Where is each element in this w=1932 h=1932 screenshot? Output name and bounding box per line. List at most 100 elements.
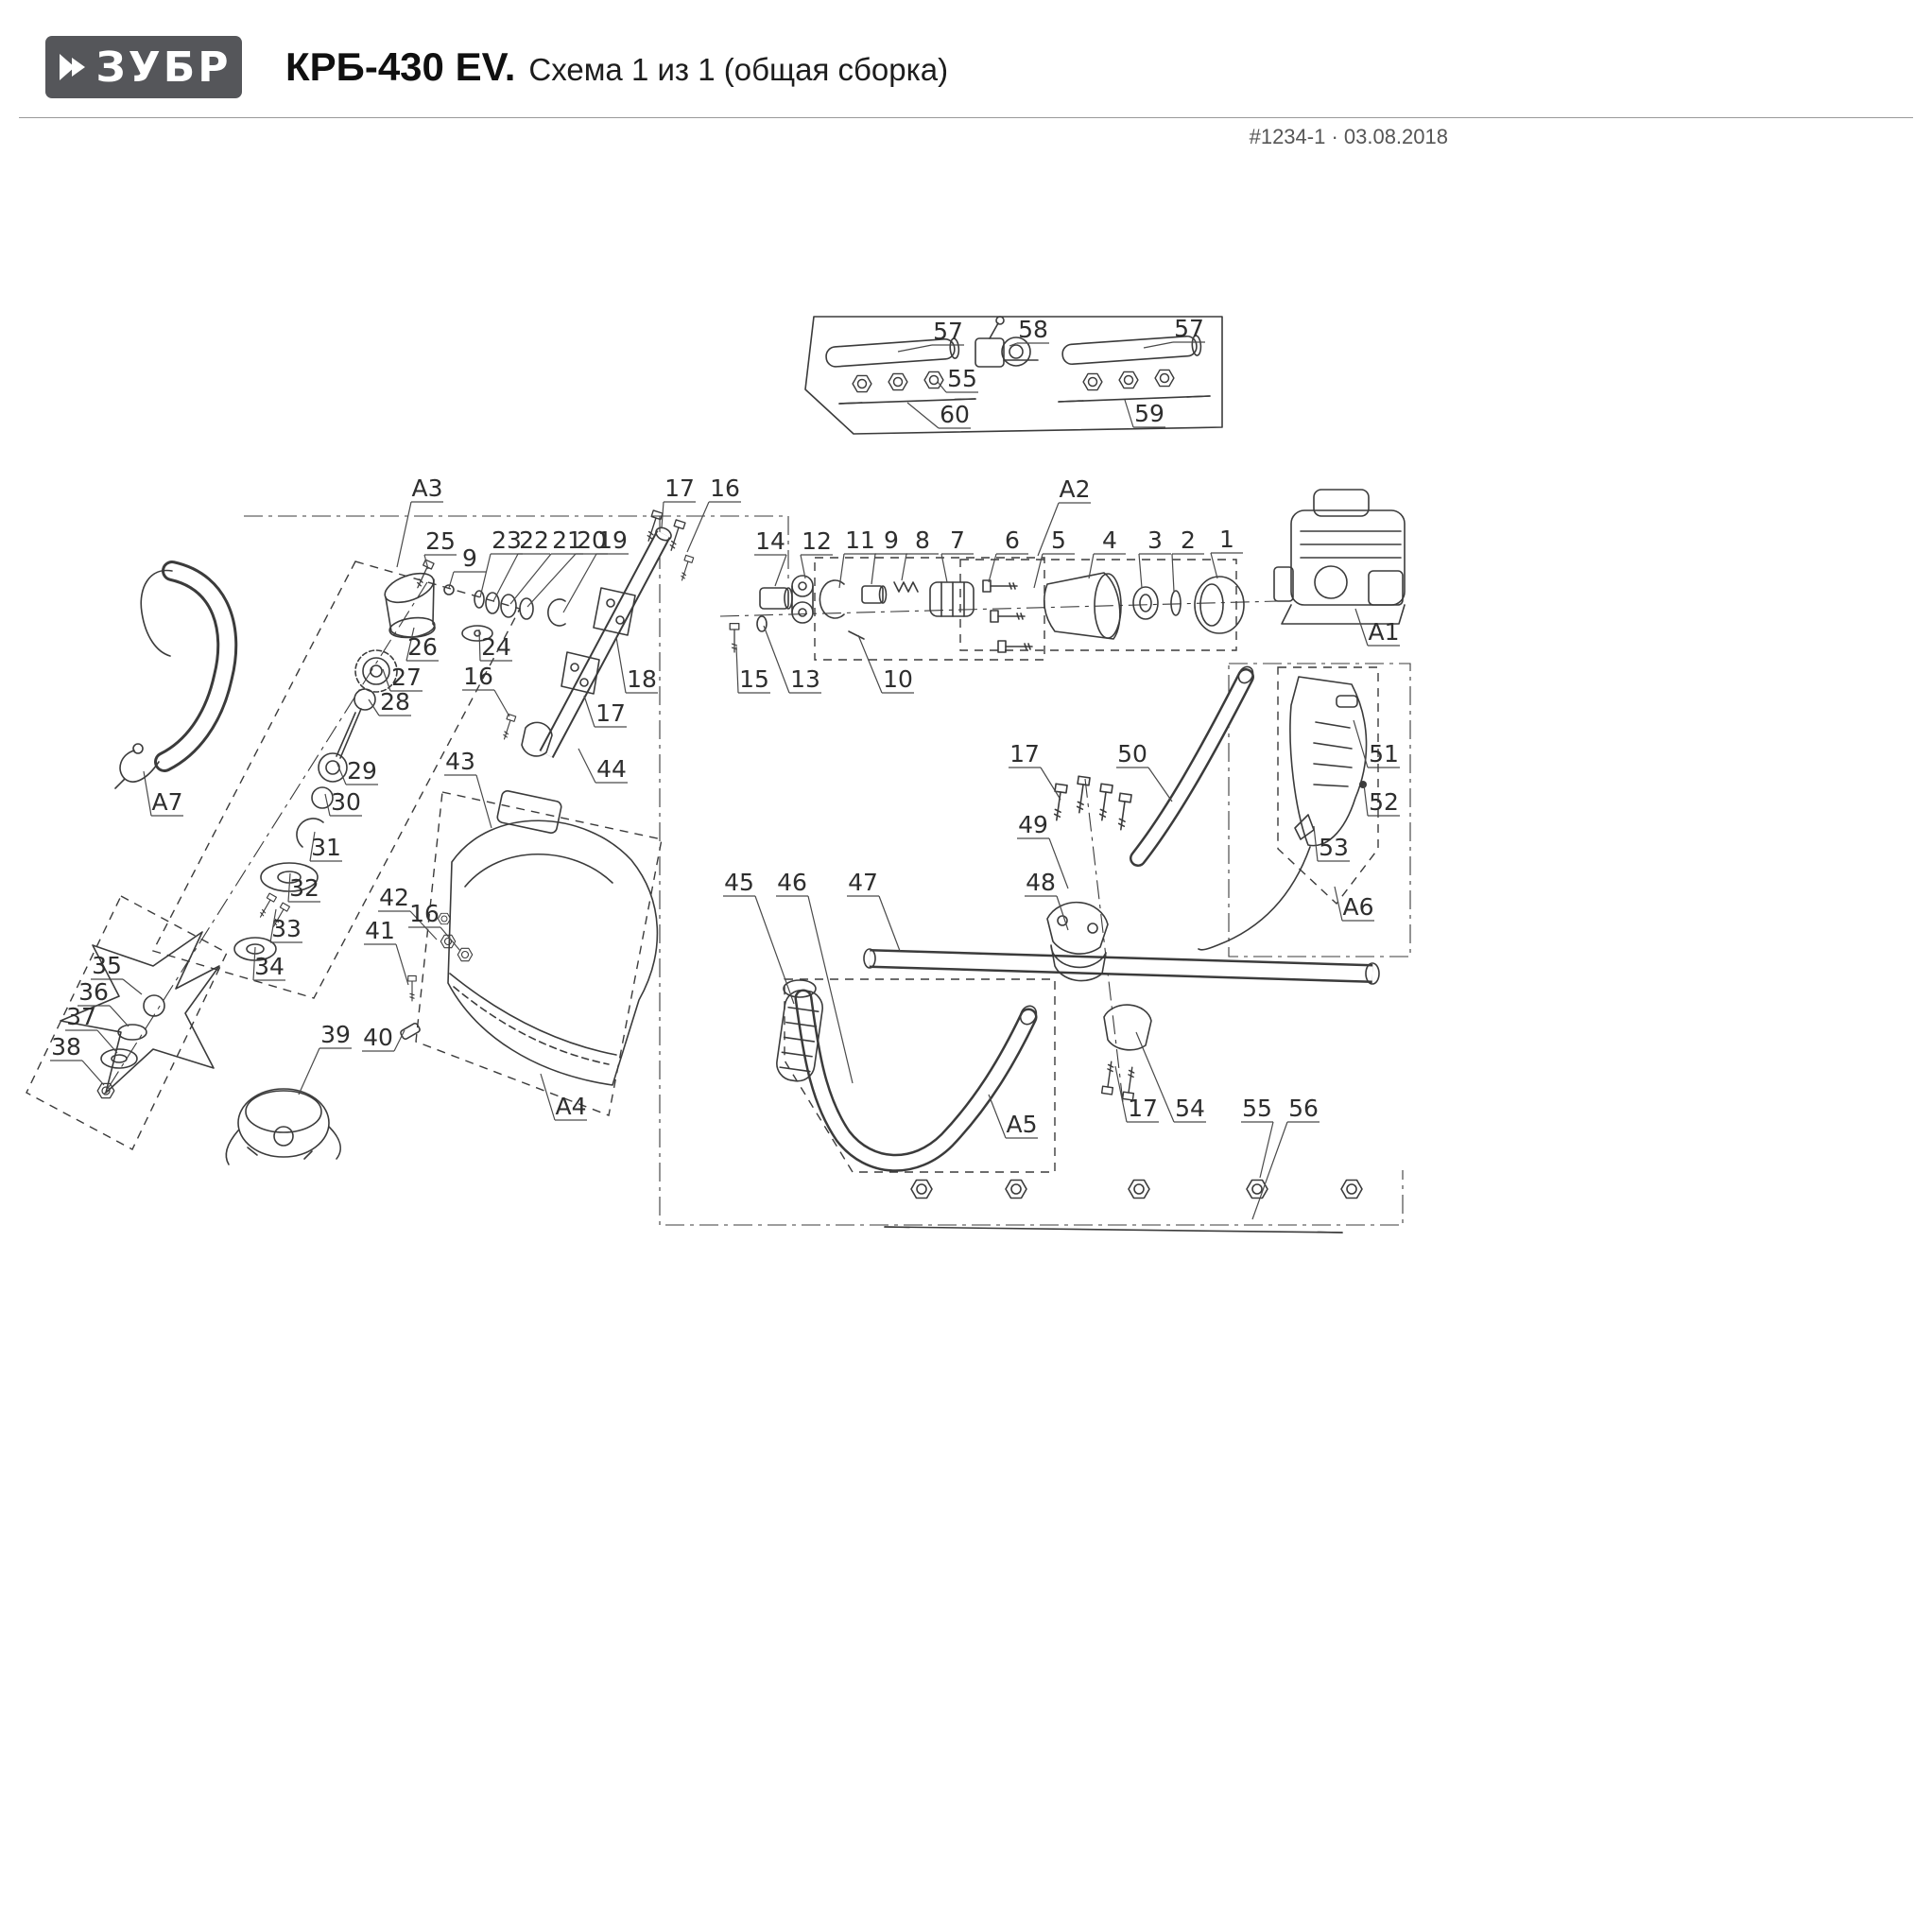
callout-12: 12 (800, 527, 833, 579)
svg-text:19: 19 (597, 526, 628, 554)
svg-text:17: 17 (1128, 1095, 1158, 1122)
callout-15: 15 (735, 646, 770, 694)
brand-chevron-icon (57, 49, 89, 85)
callout-54: 54 (1135, 1031, 1206, 1123)
callout-25: 25 (423, 527, 457, 570)
callout-14: 14 (754, 527, 787, 587)
callout-7: 7 (940, 526, 974, 583)
svg-text:46: 46 (777, 869, 807, 896)
svg-text:15: 15 (739, 665, 769, 693)
callout-17: 17 (583, 695, 627, 728)
callout-52: 52 (1363, 784, 1400, 817)
callout-46: 46 (776, 869, 854, 1084)
svg-text:A4: A4 (555, 1093, 586, 1120)
blade-kit-drawing (60, 931, 220, 1099)
callout-40: 40 (362, 1024, 405, 1052)
header: ЗУБР КРБ-430 EV. Схема 1 из 1 (общая сбо… (45, 36, 948, 98)
callout-20: 20 (526, 526, 608, 608)
right-assembly-drawing (863, 665, 1380, 1101)
callout-57: 57 (1143, 315, 1205, 349)
svg-text:60: 60 (940, 401, 970, 428)
svg-text:7: 7 (950, 526, 965, 554)
svg-text:20: 20 (577, 526, 607, 554)
harness-drawing (114, 561, 238, 789)
callout-58: 58 (1009, 316, 1049, 347)
svg-text:28: 28 (380, 688, 410, 716)
callout-55: 55 (937, 365, 978, 393)
svg-text:45: 45 (724, 869, 754, 896)
svg-text:35: 35 (92, 952, 122, 979)
svg-text:44: 44 (596, 755, 627, 783)
svg-text:30: 30 (331, 788, 361, 816)
svg-text:37: 37 (66, 1003, 96, 1030)
svg-text:A6: A6 (1342, 893, 1373, 921)
callout-47: 47 (847, 869, 901, 952)
svg-text:17: 17 (664, 474, 695, 502)
callout-53: 53 (1313, 825, 1350, 862)
svg-text:21: 21 (552, 526, 582, 554)
callout-37: 37 (65, 1003, 118, 1054)
svg-text:55: 55 (947, 365, 977, 392)
callout-A1: A1 (1354, 608, 1400, 647)
svg-text:23: 23 (492, 526, 522, 554)
bevel-gear-drawing (354, 649, 398, 693)
svg-text:16: 16 (409, 900, 440, 927)
svg-text:A3: A3 (411, 474, 442, 502)
svg-text:A1: A1 (1368, 618, 1399, 646)
callout-31: 31 (309, 831, 342, 862)
svg-text:1: 1 (1219, 526, 1234, 553)
callout-1: 1 (1210, 526, 1243, 579)
callout-A6: A6 (1334, 886, 1374, 922)
svg-text:3: 3 (1147, 526, 1163, 554)
callout-17: 17 (661, 474, 696, 528)
callout-51: 51 (1353, 719, 1400, 768)
svg-text:39: 39 (320, 1021, 351, 1048)
callout-35: 35 (91, 952, 143, 995)
svg-text:14: 14 (755, 527, 785, 555)
callout-9: 9 (448, 544, 486, 589)
clutch-bell-drawing (1043, 572, 1122, 640)
svg-text:54: 54 (1175, 1095, 1205, 1122)
svg-text:9: 9 (884, 526, 899, 554)
carabiner-drawing (114, 743, 160, 789)
svg-text:57: 57 (1174, 315, 1204, 342)
callout-29: 29 (336, 757, 378, 785)
svg-text:22: 22 (519, 526, 549, 554)
svg-text:57: 57 (933, 318, 963, 345)
guard-drawing (400, 790, 659, 1086)
callout-30: 30 (324, 788, 362, 817)
svg-text:4: 4 (1102, 526, 1117, 554)
callout-16: 16 (462, 663, 510, 717)
svg-text:5: 5 (1051, 526, 1066, 554)
callout-32: 32 (287, 872, 320, 903)
svg-text:36: 36 (78, 978, 109, 1006)
svg-text:24: 24 (481, 633, 511, 661)
page-subtitle: Схема 1 из 1 (общая сборка) (528, 52, 949, 87)
callout-34: 34 (252, 946, 285, 981)
yoke-drawing (791, 575, 814, 624)
svg-text:34: 34 (254, 953, 285, 980)
gear-shaft-drawing (336, 688, 376, 759)
callout-3: 3 (1138, 526, 1171, 589)
callout-23: 23 (479, 526, 523, 598)
callout-28: 28 (368, 688, 411, 716)
svg-text:38: 38 (51, 1033, 81, 1061)
callout-56: 56 (1251, 1095, 1320, 1220)
callout-4: 4 (1088, 526, 1126, 579)
callout-9: 9 (871, 526, 907, 585)
svg-text:40: 40 (363, 1024, 393, 1051)
callout-A3: A3 (396, 474, 443, 568)
trimmer-head-drawing (225, 1088, 341, 1165)
shaft-tube-drawing (499, 509, 695, 758)
svg-text:12: 12 (802, 527, 832, 555)
callout-42: 42 (378, 884, 438, 940)
svg-text:47: 47 (848, 869, 878, 896)
callout-19: 19 (562, 526, 629, 613)
svg-text:51: 51 (1369, 740, 1399, 768)
svg-text:27: 27 (391, 664, 422, 691)
callout-A5: A5 (988, 1094, 1038, 1139)
callout-43: 43 (444, 748, 492, 829)
callout-2: 2 (1171, 526, 1204, 593)
